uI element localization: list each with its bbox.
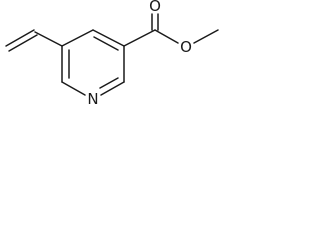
vinyl-to-ring-bond [34, 31, 63, 47]
ring-bond-n-c6 [61, 81, 86, 96]
chemical-structure-diagram: O O N [5, 0, 219, 108]
vinyl-double-bond-outer [5, 29, 35, 47]
carbonyl-oxygen-label: O [149, 0, 161, 15]
ring-bond-c4-c3-inner [93, 36, 119, 51]
ring-bond-c4-c3 [92, 29, 125, 47]
ester-oxygen-to-methyl-bond [193, 29, 219, 44]
methyl-ester-group [123, 13, 219, 47]
ring-bond-c2-n-inner [99, 77, 119, 89]
ring-bond-c5-c4 [61, 29, 94, 47]
ester-oxygen-label: O [180, 38, 192, 56]
ring-nitrogen-label: N [87, 90, 98, 108]
ring-to-carbonyl-bond [123, 29, 156, 47]
vinyl-group [5, 29, 63, 52]
vinyl-double-bond-inner [8, 34, 38, 52]
carbonyl-to-ester-oxygen-bond [154, 29, 179, 44]
ring-bond-c2-n [100, 81, 125, 96]
pyridine-ring [61, 29, 125, 96]
